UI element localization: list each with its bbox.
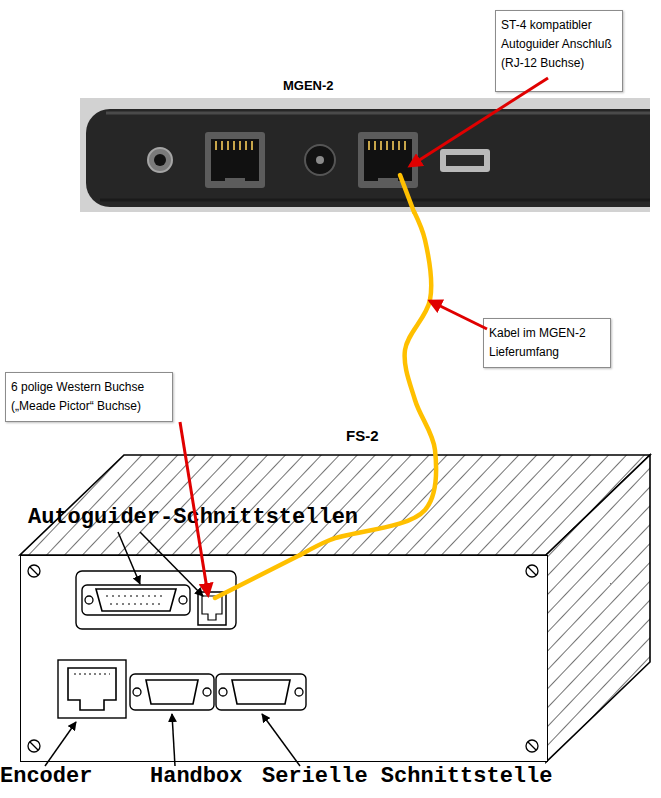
case-screws	[28, 565, 538, 752]
cable-plug-end	[215, 555, 300, 598]
callout-text: Kabel im MGEN-2 Lieferumfang	[489, 324, 605, 362]
db15-connector	[96, 589, 176, 611]
serial-db9-connector	[232, 680, 290, 704]
port-label: Handbox	[150, 764, 242, 790]
audio-jack-hole	[154, 154, 166, 166]
screw-slot	[528, 742, 536, 750]
mini-usb-opening	[446, 155, 484, 166]
case-screw	[526, 565, 538, 577]
device-edge-shadow	[100, 199, 650, 202]
device-front-panel: FS-2	[20, 555, 548, 762]
callout-text: 6 polige Western Buchse („Meade Pictor“ …	[11, 378, 167, 416]
device-photo: MGEN-2	[80, 98, 650, 212]
case-screw	[28, 565, 40, 577]
db15-pins	[106, 596, 166, 604]
fs2-box-drawing	[20, 455, 650, 762]
rj-latch-notch	[225, 178, 245, 188]
leader-line	[45, 722, 76, 766]
callout-text: ST-4 kompatibler Autoguider Anschluß (RJ…	[501, 16, 617, 73]
callout-box: Kabel im MGEN-2 Lieferumfang	[483, 318, 611, 368]
box-side-face	[546, 455, 650, 762]
box-front-fill	[20, 555, 548, 762]
autoguider-panel	[76, 571, 236, 629]
encoder-rj45-socket	[68, 668, 116, 710]
leader-line	[118, 532, 140, 584]
box-top-hatching	[20, 455, 650, 555]
leader-line	[172, 714, 175, 766]
screw-slot	[30, 567, 38, 575]
screw	[179, 596, 187, 604]
screw	[295, 688, 303, 696]
encoder-panel	[58, 660, 126, 718]
db15-flange	[82, 585, 190, 615]
screw	[85, 596, 93, 604]
screw-slot	[528, 567, 536, 575]
rj12-opening	[202, 596, 222, 620]
cable-plug-end	[400, 175, 414, 212]
handbox-db9-connector	[146, 680, 198, 704]
screw	[133, 688, 141, 696]
callout-arrow	[430, 301, 487, 329]
case-screw	[526, 740, 538, 752]
connector-group	[300, 212, 436, 555]
cable-connector	[300, 212, 436, 555]
callout-box: ST-4 kompatibler Autoguider Anschluß (RJ…	[495, 10, 623, 92]
screw	[219, 688, 227, 696]
db9-flange	[130, 674, 214, 710]
device-title: MGEN-2	[283, 78, 334, 94]
rj-pins	[216, 141, 252, 150]
db9-flange	[216, 674, 306, 710]
rj-socket	[205, 132, 265, 188]
leader-line	[262, 714, 300, 766]
callout-box: 6 polige Western Buchse („Meade Pictor“ …	[5, 372, 173, 422]
mini-usb-socket	[440, 149, 490, 172]
dc-jack	[305, 145, 335, 175]
device-body	[86, 109, 650, 207]
dc-jack-pin	[316, 156, 324, 164]
audio-jack	[148, 148, 172, 172]
port-group-label: Autoguider-Schnittstellen	[28, 505, 358, 531]
rj-socket	[358, 132, 418, 188]
rj-pins	[369, 141, 405, 150]
box-side-hatching	[546, 455, 650, 762]
port-label: Encoder	[0, 764, 92, 790]
port-label: Serielle Schnittstelle	[262, 764, 552, 790]
callout-arrow	[180, 422, 208, 595]
screw	[203, 688, 211, 696]
callout-arrow	[410, 78, 548, 166]
rj-latch-notch	[378, 178, 398, 188]
box-top-face	[20, 455, 650, 555]
mgen2-photo	[80, 98, 650, 212]
case-screw	[28, 740, 40, 752]
rj45-pins	[74, 674, 110, 675]
screw-slot	[30, 742, 38, 750]
rj-socket-opening	[211, 139, 259, 181]
rj12-socket	[198, 592, 226, 625]
leader-line	[140, 532, 203, 596]
rj-socket-opening	[364, 139, 412, 181]
device-title: FS-2	[346, 428, 379, 444]
device-edge-highlight	[106, 112, 650, 115]
